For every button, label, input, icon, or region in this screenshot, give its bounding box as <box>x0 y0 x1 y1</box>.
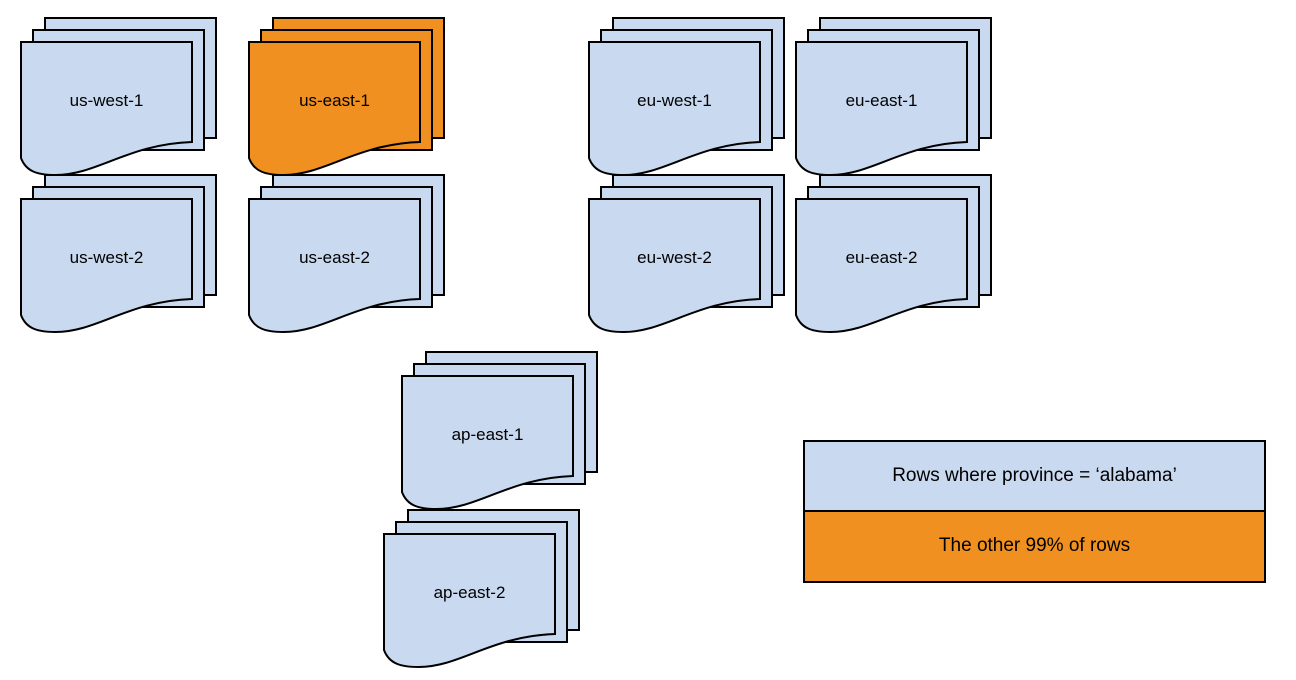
sheet-front <box>20 198 193 334</box>
region-stack-eu-east-1[interactable]: eu-east-1 <box>795 17 992 177</box>
region-stack-us-west-1[interactable]: us-west-1 <box>20 17 217 177</box>
sheet-front <box>795 41 968 177</box>
sheet-front <box>248 41 421 177</box>
sheet-front <box>588 198 761 334</box>
legend-label-matching-rows: Rows where province = ‘alabama’ <box>892 464 1177 486</box>
region-stack-shape-eu-west-1 <box>588 17 785 177</box>
region-stack-us-east-2[interactable]: us-east-2 <box>248 174 445 334</box>
sheet-front <box>588 41 761 177</box>
region-stack-us-west-2[interactable]: us-west-2 <box>20 174 217 334</box>
region-stack-shape-us-east-1 <box>248 17 445 177</box>
region-stack-shape-ap-east-2 <box>383 509 580 669</box>
legend-row-other-rows: The other 99% of rows <box>805 511 1264 581</box>
region-stack-eu-west-2[interactable]: eu-west-2 <box>588 174 785 334</box>
legend: Rows where province = ‘alabama’ The other… <box>803 440 1266 583</box>
region-stack-shape-eu-east-2 <box>795 174 992 334</box>
sheet-front <box>248 198 421 334</box>
region-stack-eu-east-2[interactable]: eu-east-2 <box>795 174 992 334</box>
sheet-front <box>20 41 193 177</box>
region-stack-shape-eu-west-2 <box>588 174 785 334</box>
region-stack-us-east-1[interactable]: us-east-1 <box>248 17 445 177</box>
region-stack-shape-ap-east-1 <box>401 351 598 511</box>
region-stack-ap-east-2[interactable]: ap-east-2 <box>383 509 580 669</box>
sheet-front <box>383 533 556 669</box>
sheet-front <box>401 375 574 511</box>
region-stack-eu-west-1[interactable]: eu-west-1 <box>588 17 785 177</box>
region-stack-shape-us-east-2 <box>248 174 445 334</box>
region-stack-ap-east-1[interactable]: ap-east-1 <box>401 351 598 511</box>
legend-label-other-rows: The other 99% of rows <box>938 535 1131 557</box>
region-stack-shape-us-west-1 <box>20 17 217 177</box>
region-stack-shape-us-west-2 <box>20 174 217 334</box>
region-stack-shape-eu-east-1 <box>795 17 992 177</box>
sheet-front <box>795 198 968 334</box>
legend-row-matching-rows: Rows where province = ‘alabama’ <box>805 442 1264 512</box>
